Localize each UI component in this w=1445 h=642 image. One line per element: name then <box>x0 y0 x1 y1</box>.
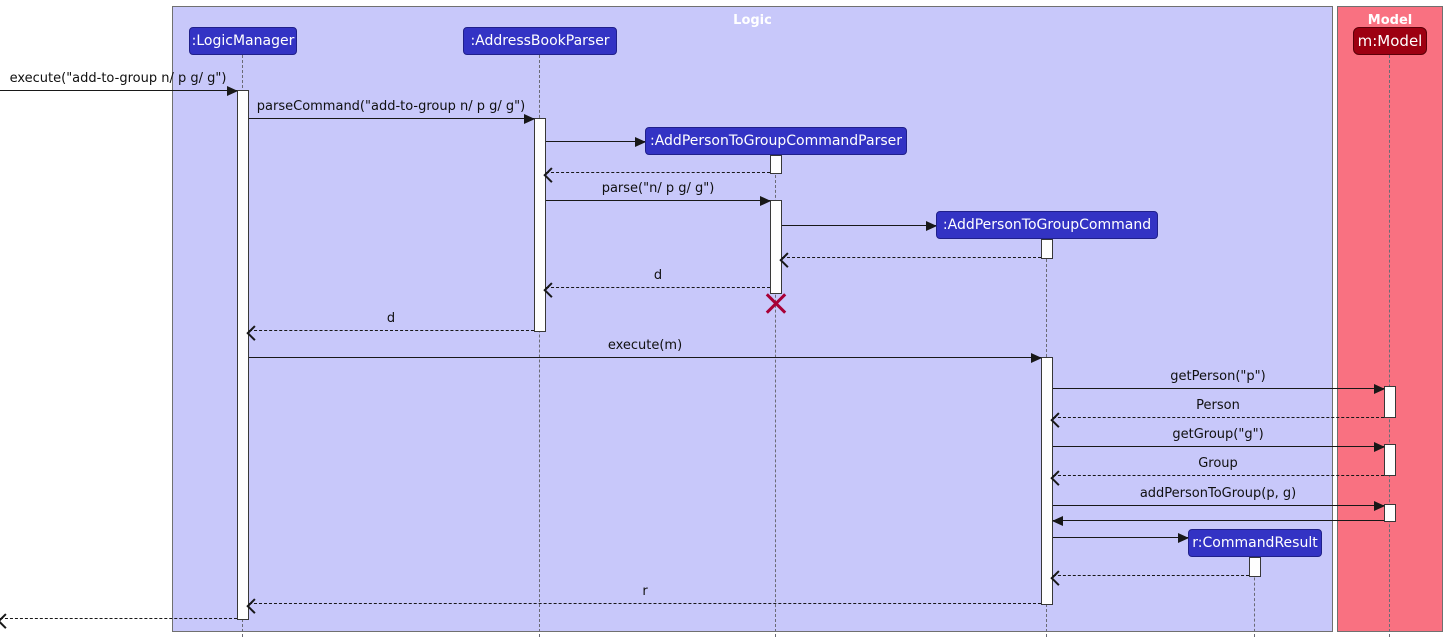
lifeline-command-result <box>1254 557 1255 637</box>
message-arrow-create-command <box>782 221 937 231</box>
message-label-add-person-to-group: addPersonToGroup(p, g) <box>1139 486 1297 501</box>
participant-command-parser: :AddPersonToGroupCommandParser <box>645 127 907 155</box>
logic-frame-title: Logic <box>733 13 772 28</box>
message-label-person: Person <box>1196 398 1240 413</box>
message-arrow-return-parser-created <box>543 167 770 183</box>
arrowhead-open-left-icon <box>0 613 13 629</box>
message-arrow-get-group <box>1053 442 1385 452</box>
message-arrow-return-command-result-created <box>1050 570 1249 586</box>
activation-command-result <box>1249 557 1261 577</box>
arrowhead-right-icon <box>1374 442 1385 452</box>
arrowhead-left-icon <box>1052 516 1063 526</box>
activation-model-get-group <box>1384 444 1396 476</box>
message-arrow-get-person <box>1053 384 1385 394</box>
participant-command-result: r:CommandResult <box>1188 529 1322 557</box>
message-label-get-person: getPerson("p") <box>1170 369 1266 384</box>
activation-command-create <box>1041 239 1053 259</box>
activation-model-get-person <box>1384 386 1396 418</box>
model-frame: Model <box>1337 6 1443 632</box>
participant-command: :AddPersonToGroupCommand <box>936 211 1158 239</box>
message-arrow-parse-command <box>249 114 535 124</box>
message-arrow-return-r <box>246 598 1041 614</box>
activation-model-add-person <box>1384 504 1396 522</box>
message-label-d-to-logic-manager: d <box>386 311 396 326</box>
arrowhead-right-icon <box>1374 501 1385 511</box>
message-label-r: r <box>642 584 648 599</box>
arrowhead-right-icon <box>524 114 535 124</box>
arrowhead-right-icon <box>227 86 238 96</box>
message-arrow-return-d-to-logic-manager <box>246 325 534 341</box>
arrowhead-right-icon <box>760 196 771 206</box>
message-label-get-group: getGroup("g") <box>1172 427 1264 442</box>
message-label-parse: parse("n/ p g/ g") <box>601 181 715 196</box>
message-arrow-create-command-result <box>1053 533 1189 543</box>
message-label-group: Group <box>1198 456 1238 471</box>
activation-command-parser-create <box>770 155 782 174</box>
message-arrow-execute-in <box>0 86 238 96</box>
logic-frame: Logic <box>172 6 1333 632</box>
participant-logic-manager: :LogicManager <box>189 27 297 55</box>
arrowhead-right-icon <box>1374 384 1385 394</box>
message-arrow-return-person <box>1050 412 1384 428</box>
activation-command-execute <box>1041 357 1053 605</box>
message-label-parse-command: parseCommand("add-to-group n/ p g/ g") <box>256 99 526 114</box>
message-arrow-create-parser <box>546 137 646 147</box>
arrowhead-right-icon <box>635 137 646 147</box>
activation-address-book-parser <box>534 118 546 332</box>
lifeline-model <box>1389 55 1390 637</box>
message-arrow-return-execute-out <box>0 613 237 629</box>
message-arrow-add-person-to-group <box>1053 501 1385 511</box>
arrowhead-right-icon <box>1178 533 1189 543</box>
message-arrow-execute-m <box>249 353 1042 363</box>
message-arrow-return-add-person-to-group <box>1052 516 1384 526</box>
model-frame-title: Model <box>1367 13 1413 28</box>
message-arrow-return-d-to-parser <box>543 282 770 298</box>
arrowhead-right-icon <box>1031 353 1042 363</box>
destroy-x-icon <box>765 292 787 314</box>
lifeline-command-parser <box>775 155 776 637</box>
message-label-d-to-parser: d <box>653 268 663 283</box>
participant-model: m:Model <box>1353 27 1427 55</box>
message-arrow-parse <box>546 196 771 206</box>
activation-command-parser-parse <box>770 200 782 294</box>
message-label-execute-in: execute("add-to-group n/ p g/ g") <box>9 71 227 86</box>
activation-logic-manager <box>237 90 249 620</box>
message-arrow-return-command-created <box>779 252 1041 268</box>
lifeline-address-book-parser <box>539 55 540 637</box>
arrowhead-right-icon <box>926 221 937 231</box>
message-arrow-return-group <box>1050 470 1384 486</box>
participant-address-book-parser: :AddressBookParser <box>463 27 617 55</box>
message-label-execute-m: execute(m) <box>607 338 683 353</box>
